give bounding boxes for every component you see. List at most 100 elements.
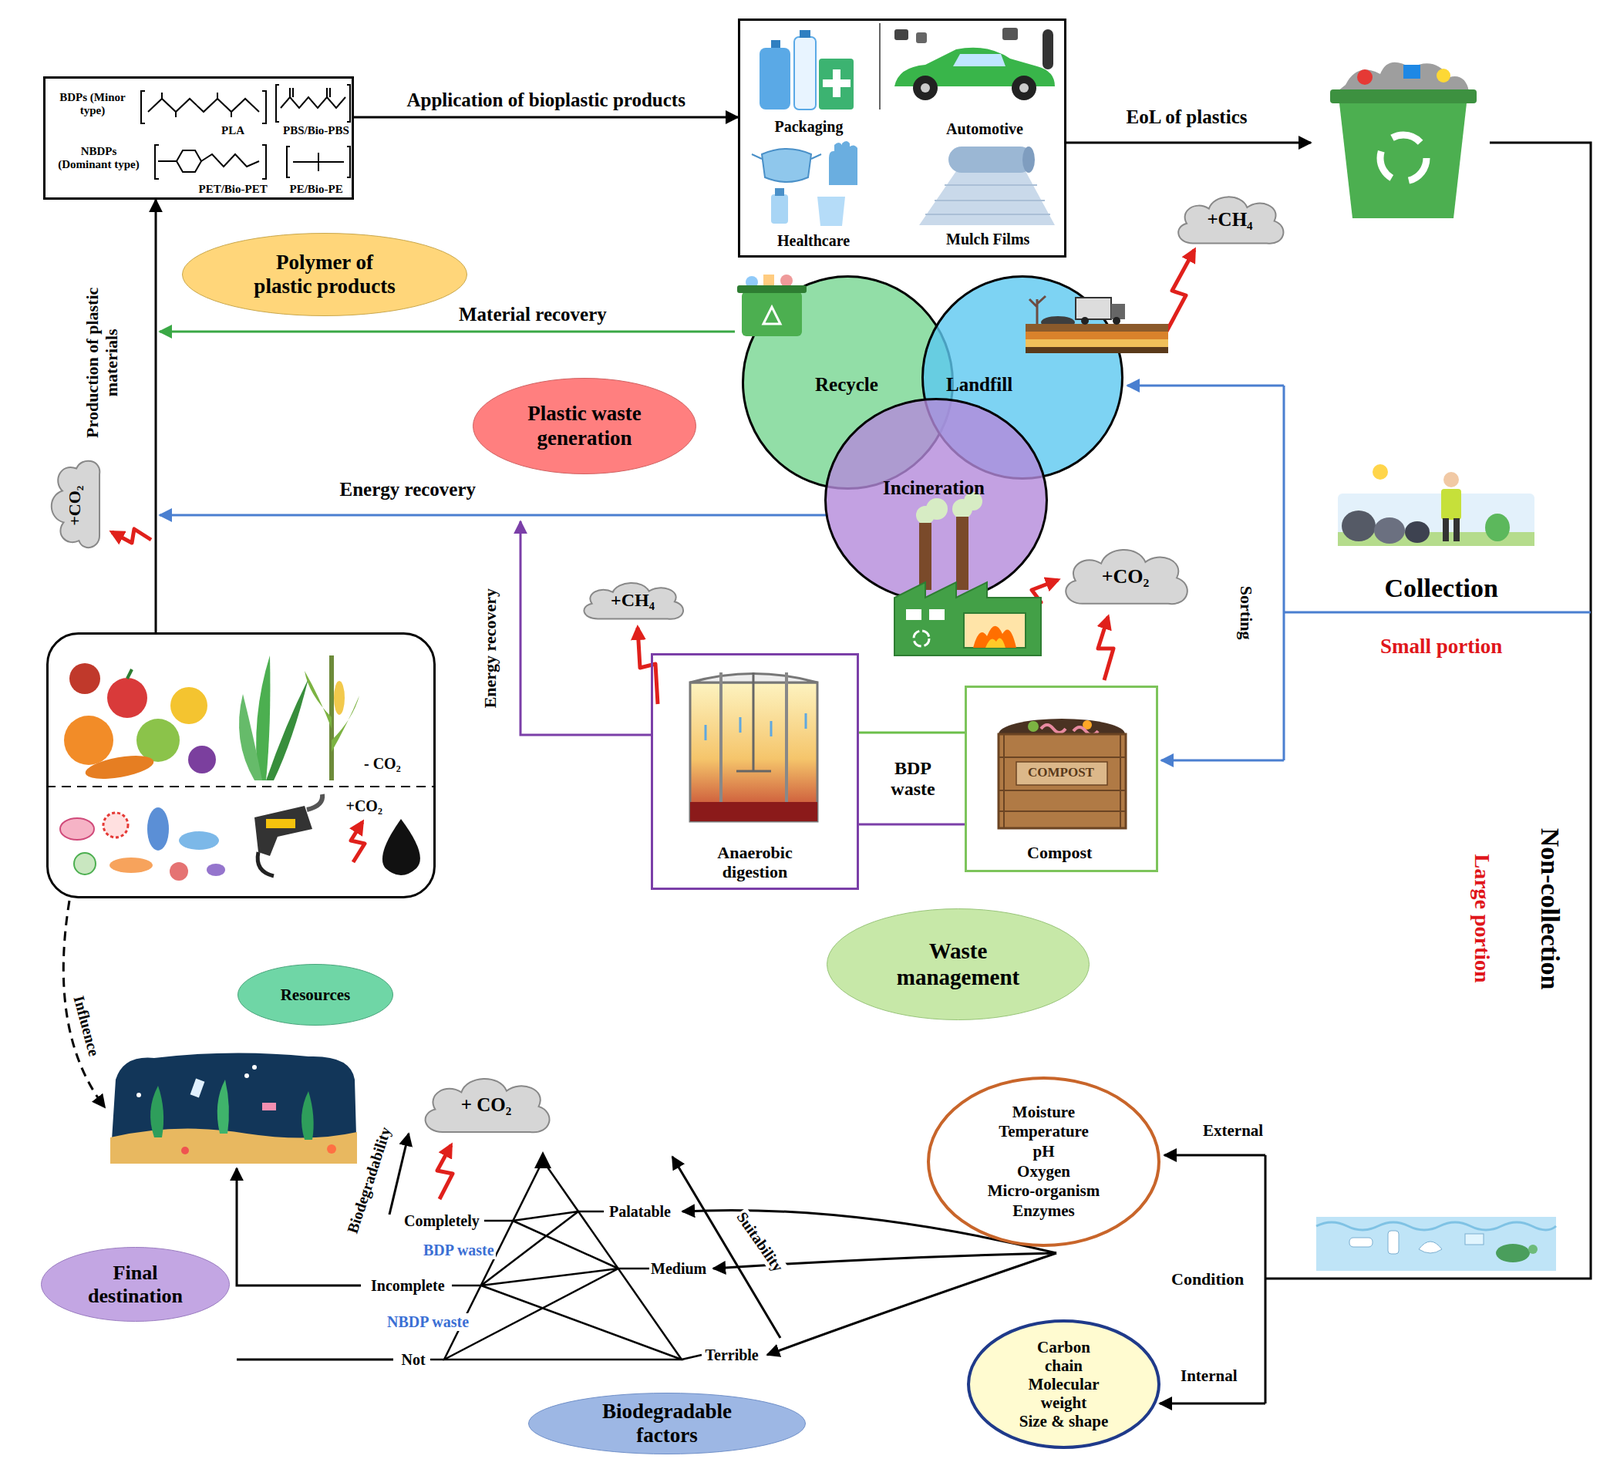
resources-picture <box>169 862 189 881</box>
node-outline <box>825 399 1048 602</box>
chemical-structure <box>141 84 351 179</box>
incinerator-picture <box>919 522 932 590</box>
cloud-shape <box>1178 196 1284 243</box>
compost-crate <box>1040 724 1066 733</box>
resources-picture <box>254 805 313 856</box>
recycling-bin <box>1403 64 1421 79</box>
text-stack: Final destination <box>40 1246 230 1322</box>
emission-cloud: +CH₄ <box>574 576 691 625</box>
node-outline <box>827 909 1090 1021</box>
digester-tank <box>690 801 818 822</box>
cloud-shape <box>583 582 684 620</box>
recycle-bin-icon <box>763 306 781 324</box>
landfill-picture <box>1111 303 1126 320</box>
chemical-structure <box>289 87 331 98</box>
text-stack: MoistureTemperaturepHOxygenMicro-organis… <box>926 1076 1161 1247</box>
landfill-picture <box>1025 346 1169 354</box>
ocean-scene <box>150 1085 164 1138</box>
incinerator-picture <box>894 582 1041 656</box>
landfill-picture <box>1025 339 1169 347</box>
emission-arrow <box>111 528 152 543</box>
flow-label: Internal <box>1178 1366 1240 1385</box>
resources-picture <box>103 812 128 838</box>
application-icons <box>761 148 812 182</box>
compost-crate <box>998 734 1126 829</box>
node-text: Incineration <box>882 477 985 500</box>
flow-label: Energy recovery <box>480 586 500 709</box>
degree-label: Not <box>400 1350 428 1369</box>
text-stack: +CO₂ <box>1054 540 1197 613</box>
flow-arrow <box>1264 1155 1267 1404</box>
flow-arrow <box>1127 384 1284 388</box>
resources-picture <box>266 678 309 781</box>
node-outline <box>528 1393 806 1455</box>
flow-label: BDP waste <box>876 757 950 801</box>
collection-picture <box>1441 488 1462 520</box>
node-text: Polymer of plastic products <box>245 250 405 299</box>
category-ellipse: Biodegradable factors <box>528 1392 806 1455</box>
resources-picture <box>69 663 101 694</box>
digestion-box: Anaerobic digestion <box>650 653 859 890</box>
recycling-bin <box>1436 68 1451 83</box>
portion-note: Large portion <box>1468 852 1494 984</box>
flow-arrow <box>236 1168 361 1286</box>
node-outline <box>238 964 394 1026</box>
application-icons <box>771 194 789 224</box>
collection-picture <box>1374 517 1405 544</box>
incinerator-picture <box>956 516 969 590</box>
suitability-label: Palatable <box>607 1202 673 1221</box>
application-icons <box>759 47 791 110</box>
node-text: Molecular weight <box>1018 1374 1110 1412</box>
node-outline <box>473 378 697 475</box>
application-icons <box>953 53 1006 67</box>
node-text: Resources <box>280 985 351 1004</box>
compost-crate <box>998 718 1126 829</box>
resources-picture <box>266 818 296 829</box>
cloud-shape <box>1065 549 1188 604</box>
application-icons <box>1042 29 1054 70</box>
resources-picture <box>188 745 216 774</box>
chemical-structure <box>161 92 232 118</box>
ocean-scene <box>190 1078 206 1099</box>
node-text: + CO₂ <box>461 1094 512 1117</box>
incinerator-picture <box>973 626 1017 648</box>
ocean-litter <box>1316 1216 1557 1271</box>
collection-picture <box>1442 518 1449 542</box>
flow-arrow <box>159 514 827 517</box>
incinerator-picture <box>929 609 945 620</box>
emission-arrow <box>437 1145 453 1200</box>
node-text: +CO₂ <box>346 797 383 816</box>
ocean-scene <box>244 1073 250 1078</box>
flow-arrow <box>236 1358 394 1361</box>
flow-arrow <box>159 330 735 334</box>
category-ellipse: Waste management <box>826 908 1090 1021</box>
chemical-structure <box>286 146 351 178</box>
incinerator-picture <box>894 491 1041 656</box>
digester-tank <box>705 713 806 741</box>
suitability-triangle <box>444 1160 682 1360</box>
text-stack: +CH₄ <box>1168 188 1292 251</box>
recycle-bin-icon <box>737 285 807 294</box>
node-text: Landfill <box>946 373 1013 397</box>
flow-label: Influence <box>69 991 104 1059</box>
chemical-structure <box>280 97 346 108</box>
suitability-label: Terrible <box>704 1346 761 1365</box>
resources-picture <box>306 794 323 810</box>
digester-tank <box>690 672 818 822</box>
recycling-bin <box>1337 62 1469 91</box>
compost-crate <box>1016 761 1108 785</box>
recycling-bin <box>1330 89 1477 104</box>
node-text: +CH₄ <box>610 589 655 612</box>
text-stack: + CO₂ <box>413 1069 560 1141</box>
degree-label: Completely <box>402 1212 482 1230</box>
suitability-label: Medium <box>649 1259 708 1278</box>
collection-picture <box>1404 521 1430 543</box>
degree-label: Incomplete <box>369 1276 447 1295</box>
node-outline <box>928 1077 1159 1246</box>
node-text: Final destination <box>74 1261 198 1308</box>
application-icons <box>1019 83 1029 93</box>
application-icons <box>822 79 851 88</box>
application-icons <box>771 40 781 48</box>
ocean-scene <box>217 1079 230 1134</box>
node-text: Moisture <box>1012 1102 1075 1123</box>
